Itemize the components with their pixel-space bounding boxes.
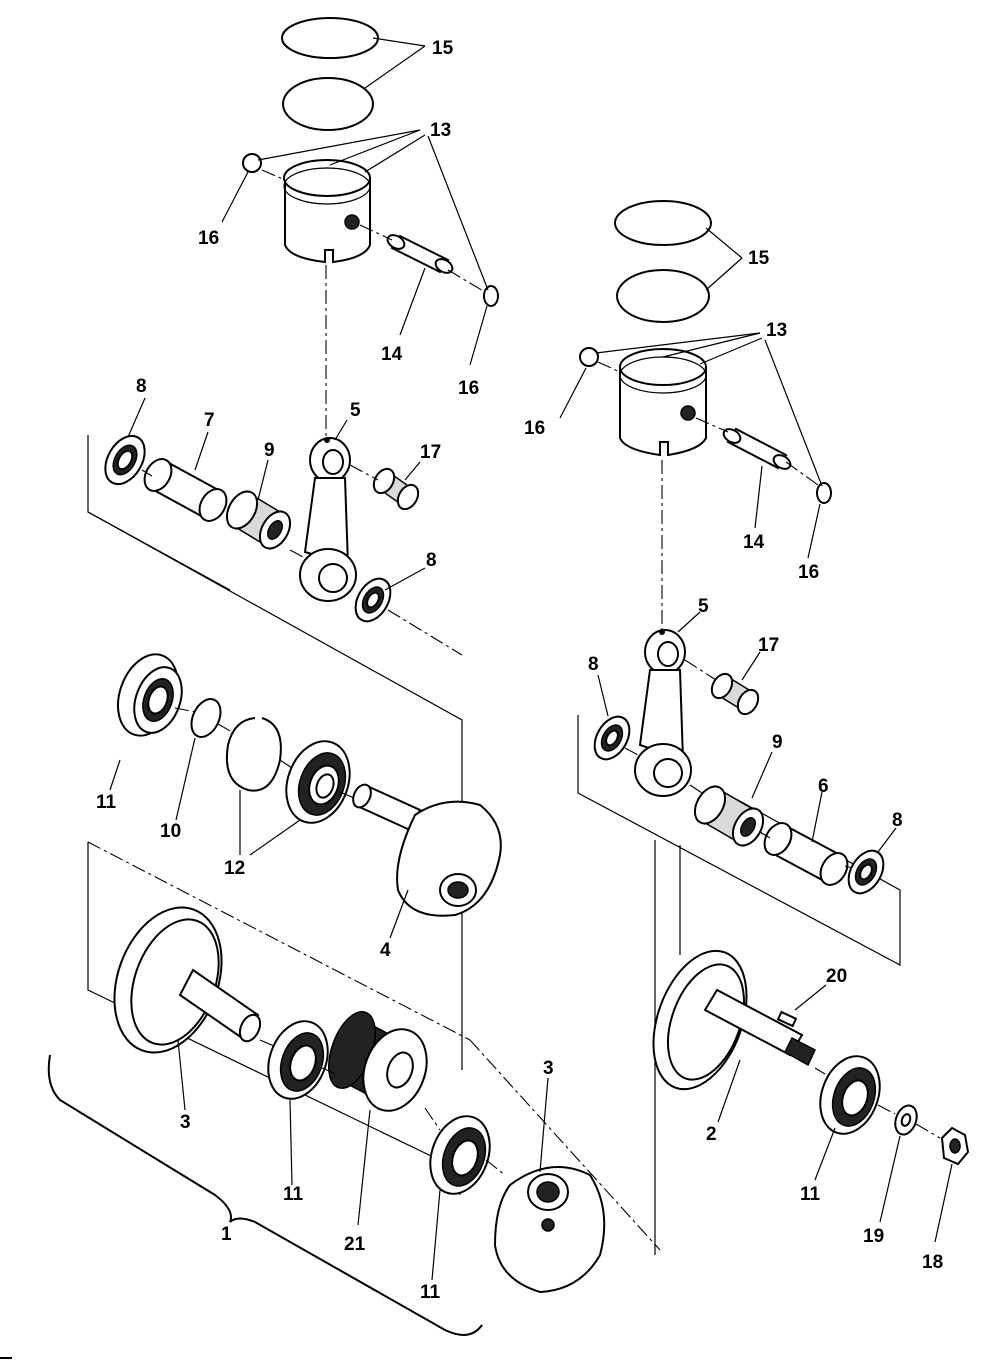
left-piston: [283, 159, 371, 264]
callout-13-right: 13: [766, 320, 787, 341]
right-needle-bearing: [693, 785, 765, 847]
right-main-bearing-11: [819, 1055, 881, 1135]
callout-5-left: 5: [350, 400, 361, 421]
left-labyrinth-seal-21: [328, 1011, 428, 1112]
right-nut-18: [940, 1126, 970, 1166]
left-piston-rings: [281, 17, 379, 131]
callout-12: 12: [224, 858, 245, 879]
right-thrust-washer-a: [593, 715, 631, 761]
callout-9-right: 9: [772, 732, 783, 753]
left-small-end-bearing: [372, 467, 420, 511]
callout-13-left: 13: [430, 120, 451, 141]
left-crank-pin: [143, 458, 228, 522]
right-circlip-a: [579, 347, 599, 367]
right-piston-rings: [614, 200, 712, 323]
callout-21: 21: [344, 1234, 366, 1255]
left-main-bearing-12: [285, 740, 351, 824]
callout-16-right-a: 16: [524, 418, 545, 439]
right-piston-pin: [722, 427, 792, 470]
callout-10: 10: [160, 821, 181, 842]
left-flywheel-3: [113, 906, 262, 1054]
right-small-end-bearing: [710, 672, 760, 716]
callout-17-left: 17: [420, 442, 441, 463]
callout-14-left: 14: [381, 344, 403, 365]
left-crank-half-4: [352, 783, 502, 917]
left-circlip-b: [483, 285, 499, 307]
left-circlip-a: [242, 153, 262, 173]
callout-18: 18: [922, 1252, 943, 1273]
callout-6: 6: [818, 776, 829, 797]
callout-8-left-b: 8: [426, 550, 437, 571]
callout-9-left: 9: [264, 440, 275, 461]
left-thrust-washer-b: [354, 577, 392, 623]
callout-2: 2: [706, 1124, 717, 1145]
left-circlip-12: [226, 717, 282, 792]
callout-8-right-b: 8: [892, 810, 903, 831]
callout-3-left-b: 3: [543, 1058, 554, 1079]
woodruff-key-20: [776, 1010, 798, 1028]
callout-3-left-a: 3: [180, 1112, 191, 1133]
callout-17-right: 17: [758, 635, 779, 656]
callout-11-left-c: 11: [420, 1282, 441, 1303]
callout-16-left-a: 16: [198, 228, 219, 249]
left-needle-bearing: [225, 490, 292, 550]
callout-labels: 15 13 16 14 16 8 7 5 9 17 8 11 10 12 4 3…: [96, 38, 943, 1303]
left-main-bearing-11c: [429, 1115, 491, 1195]
callout-4: 4: [380, 940, 391, 961]
left-main-bearing-11b: [267, 1020, 329, 1100]
callout-7: 7: [204, 410, 215, 431]
left-flywheel-3b: [493, 1166, 606, 1294]
callout-14-right: 14: [743, 532, 765, 553]
right-flywheel-2: [652, 949, 816, 1091]
callout-1: 1: [221, 1224, 232, 1245]
left-snap-ring-10: [190, 698, 222, 738]
callout-5-right: 5: [698, 596, 709, 617]
right-washer-19: [894, 1104, 918, 1136]
left-piston-pin: [386, 234, 454, 274]
left-connecting-rod: [299, 437, 357, 602]
callout-15-left: 15: [432, 38, 454, 59]
callout-11-left-b: 11: [283, 1184, 304, 1205]
callout-8-left-a: 8: [136, 376, 147, 397]
callout-15-right: 15: [748, 248, 770, 269]
right-thrust-washer-b: [847, 849, 885, 895]
callout-19: 19: [863, 1226, 884, 1247]
callout-11-right: 11: [800, 1184, 821, 1205]
left-main-bearing-11: [117, 653, 183, 737]
right-circlip-b: [816, 482, 832, 504]
right-piston: [619, 348, 707, 457]
left-thrust-washer-a: [104, 434, 146, 486]
right-connecting-rod: [634, 629, 692, 797]
callout-8-right-a: 8: [588, 654, 599, 675]
assembly-brace: [47, 1054, 483, 1336]
callout-16-left-b: 16: [458, 378, 479, 399]
callout-11-left-a: 11: [96, 792, 117, 813]
right-crank-pin: [763, 822, 849, 886]
callout-16-right-b: 16: [798, 562, 819, 583]
callout-20: 20: [826, 966, 847, 987]
